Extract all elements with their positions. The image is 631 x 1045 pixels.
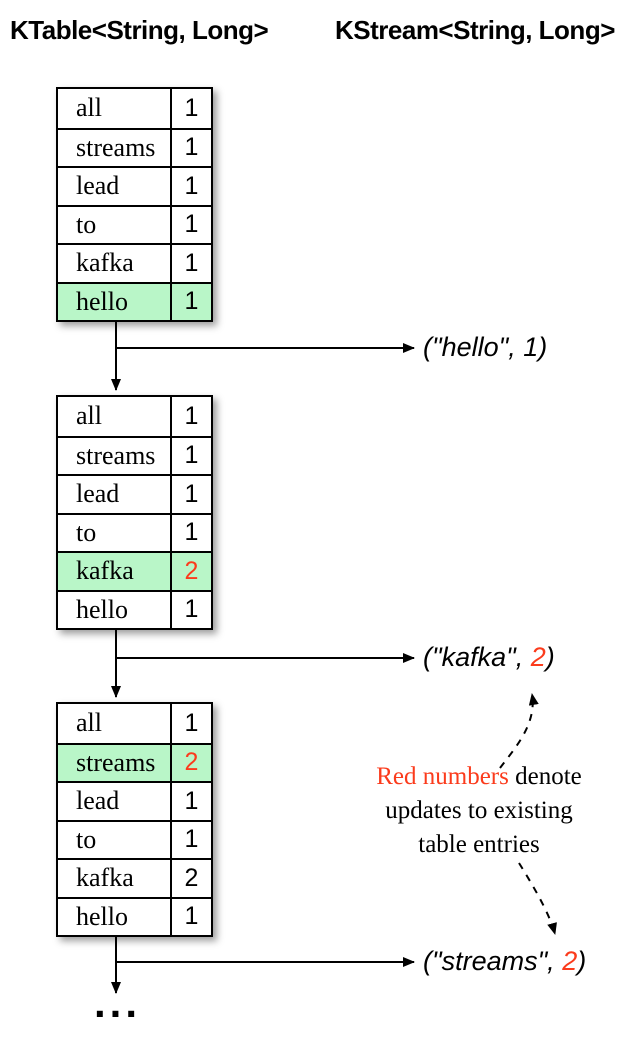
row-key: hello: [58, 898, 172, 935]
row-key: lead: [58, 783, 172, 820]
ktable-state-3: all 1 streams 2 lead 1 to 1 kafka 2 hello 1: [56, 702, 213, 937]
row-key: streams: [58, 744, 172, 781]
annotation-line-1: Red numbers denote: [345, 760, 613, 794]
stream-record-value: 2: [530, 642, 546, 672]
row-count: 1: [184, 171, 199, 200]
row-count: 2: [184, 748, 199, 777]
table-row: streams 1: [58, 435, 211, 474]
table-row: lead 1: [58, 474, 211, 513]
row-key: kafka: [58, 245, 172, 282]
table-row: hello 1: [58, 589, 211, 628]
row-count: 1: [184, 708, 199, 737]
table-row: streams 1: [58, 127, 211, 166]
annotation-line-1-rest: denote: [508, 763, 582, 790]
kstream-title: KStream<String, Long>: [335, 15, 615, 45]
row-count: 1: [184, 518, 199, 547]
stream-record-1: ("hello", 1): [423, 332, 548, 362]
row-key: streams: [58, 437, 172, 474]
annotation-dashed-arrow-down: [518, 862, 557, 935]
row-key: all: [58, 704, 172, 743]
row-key: hello: [58, 591, 172, 628]
table-row: kafka 1: [58, 243, 211, 282]
table-row: all 1: [58, 397, 211, 436]
row-key: to: [58, 206, 172, 243]
row-count: 1: [184, 825, 199, 854]
row-count: 2: [184, 863, 199, 892]
annotation-line-2: updates to existing: [385, 797, 573, 824]
row-key: all: [58, 89, 172, 128]
row-count: 1: [184, 133, 199, 162]
row-key: to: [58, 821, 172, 858]
annotation-red-text: Red numbers: [376, 763, 509, 790]
annotation-note: Red numbers denote updates to existing t…: [345, 760, 613, 862]
row-key: to: [58, 514, 172, 551]
table-row: hello 1: [58, 896, 211, 935]
stream-record-value: 2: [562, 946, 578, 976]
table-row: lead 1: [58, 781, 211, 820]
table-row: all 1: [58, 89, 211, 128]
table-row: hello 1: [58, 281, 211, 320]
row-key: kafka: [58, 860, 172, 897]
table-row: all 1: [58, 704, 211, 743]
table-row: kafka 2: [58, 551, 211, 590]
table-row: kafka 2: [58, 858, 211, 897]
ktable-state-2: all 1 streams 1 lead 1 to 1 kafka 2 hello 1: [56, 395, 213, 630]
row-key: kafka: [58, 553, 172, 590]
row-key: lead: [58, 168, 172, 205]
annotation-dashed-arrow-up: [499, 693, 539, 769]
row-key: lead: [58, 476, 172, 513]
annotation-line-3: table entries: [418, 831, 540, 858]
row-count: 1: [184, 479, 199, 508]
ktable-state-1: all 1 streams 1 lead 1 to 1 kafka 1 hello 1: [56, 87, 213, 322]
stream-record-3: ("streams", 2): [423, 946, 587, 976]
row-count: 2: [184, 556, 199, 585]
table-row: lead 1: [58, 166, 211, 205]
table-row: streams 2: [58, 742, 211, 781]
table-row: to 1: [58, 819, 211, 858]
row-count: 1: [184, 210, 199, 239]
row-count: 1: [184, 595, 199, 624]
row-count: 1: [184, 902, 199, 931]
row-count: 1: [184, 287, 199, 316]
continuation-ellipsis: ...: [94, 979, 142, 1026]
row-count: 1: [184, 93, 199, 122]
stream-record-2: ("kafka", 2): [423, 642, 555, 672]
row-key: hello: [58, 283, 172, 320]
ktable-title: KTable<String, Long>: [10, 15, 269, 45]
row-count: 1: [184, 786, 199, 815]
row-key: all: [58, 397, 172, 436]
table-row: to 1: [58, 512, 211, 551]
row-count: 1: [184, 248, 199, 277]
row-count: 1: [184, 401, 199, 430]
stream-record-value: 1: [523, 332, 539, 362]
row-count: 1: [184, 441, 199, 470]
table-row: to 1: [58, 204, 211, 243]
row-key: streams: [58, 129, 172, 166]
